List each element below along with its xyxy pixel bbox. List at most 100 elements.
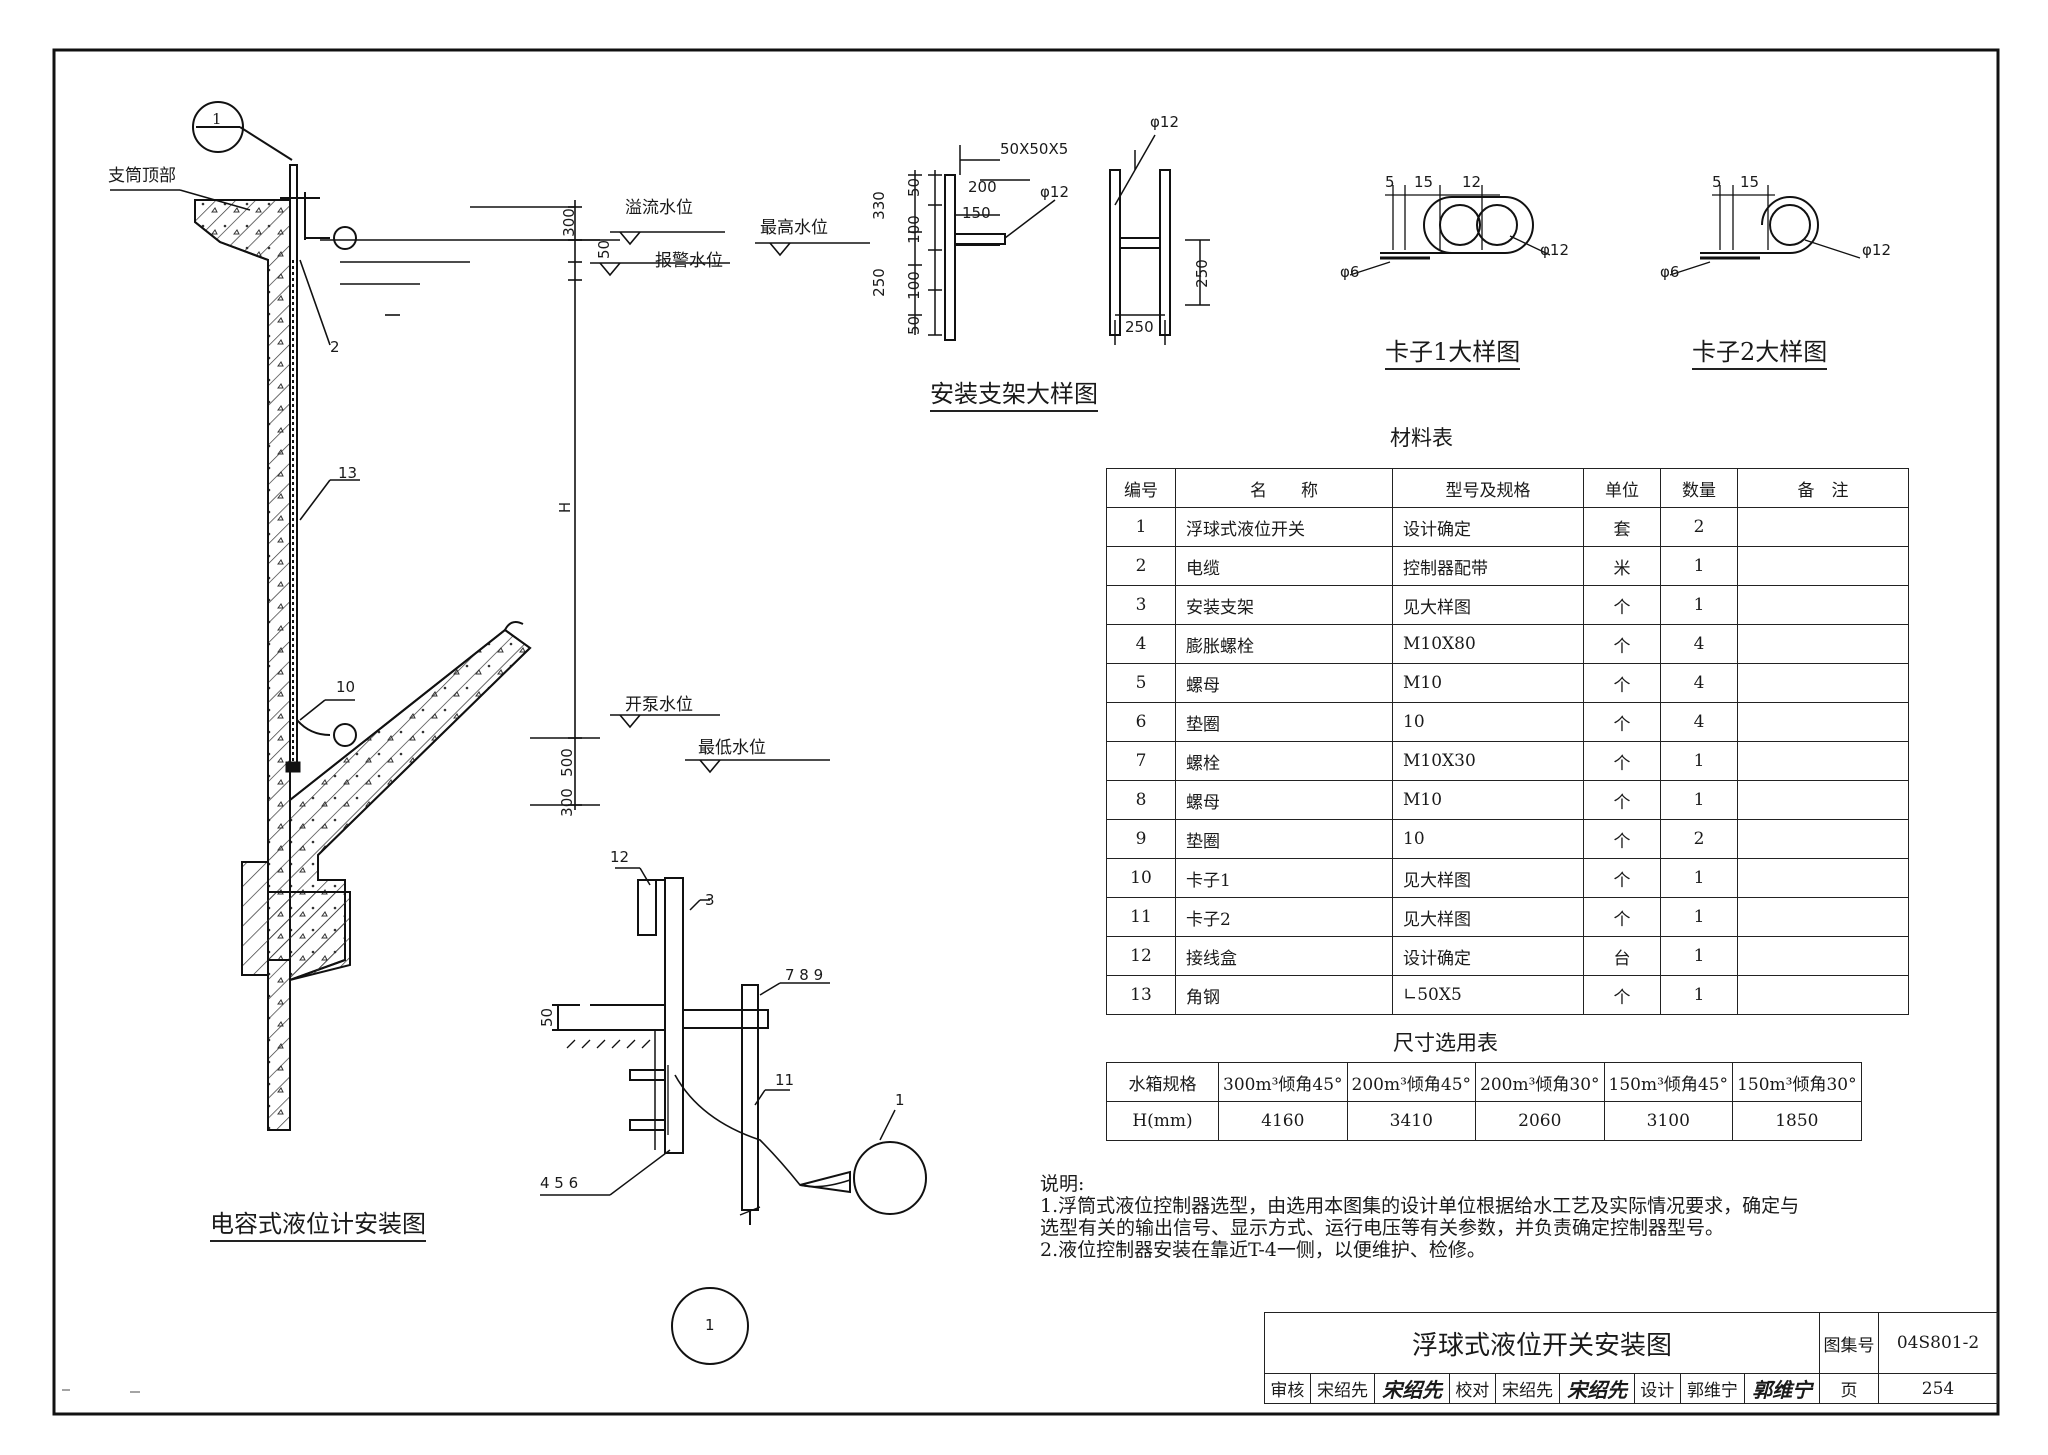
clip2-phi12: φ12 (1862, 241, 1891, 259)
materials-cell: ∟50X5 (1392, 975, 1584, 1015)
notes: 说明: 1.浮筒式液位控制器选型，由选用本图集的设计单位根据给水工艺及实际情况要… (1040, 1173, 1800, 1261)
callout-1: 1 (895, 1091, 905, 1109)
title-block: 浮球式液位开关安装图 图集号 04S801-2 审核 宋绍先 宋绍先 校对 宋绍… (1264, 1312, 1998, 1404)
materials-cell: 11 (1106, 897, 1176, 937)
bracket-dim-50a: 50 (905, 177, 924, 198)
checker-signature: 宋绍先 (1559, 1373, 1635, 1404)
main-drawing-title: 电容式液位计安装图 (210, 1212, 426, 1242)
materials-cell: 2 (1106, 546, 1176, 586)
materials-cell: 12 (1106, 936, 1176, 976)
materials-cell (1737, 975, 1909, 1015)
bracket-detail (908, 145, 1056, 341)
dim-h: H (556, 501, 575, 514)
materials-cell: 个 (1583, 780, 1661, 820)
materials-cell: 个 (1583, 702, 1661, 742)
materials-cell: 7 (1106, 741, 1176, 781)
dim-cell: 150m³倾角30° (1732, 1062, 1862, 1102)
materials-cell: 1 (1660, 741, 1738, 781)
callout-13: 13 (338, 464, 358, 482)
clip1-phi6: φ6 (1340, 263, 1360, 281)
notes-heading: 说明: (1040, 1173, 1085, 1195)
materials-cell: 单位 (1583, 468, 1661, 508)
materials-table-title: 材料表 (1390, 426, 1453, 450)
note-1: 1.浮筒式液位控制器选型，由选用本图集的设计单位根据给水工艺及实际情况要求，确定… (1040, 1195, 1800, 1239)
materials-cell: 角钢 (1175, 975, 1393, 1015)
materials-cell: 型号及规格 (1392, 468, 1584, 508)
materials-cell: 个 (1583, 897, 1661, 937)
materials-cell: 1 (1660, 975, 1738, 1015)
materials-cell: 1 (1660, 897, 1738, 937)
pump-start-label: 开泵水位 (625, 695, 693, 715)
materials-cell: 4 (1106, 624, 1176, 664)
dim-cell: 200m³倾角30° (1475, 1062, 1605, 1102)
materials-cell: 备 注 (1737, 468, 1909, 508)
materials-cell: 见大样图 (1392, 858, 1584, 898)
bracket-dim-100b: 100 (904, 271, 923, 300)
dim-cell: 4160 (1218, 1101, 1348, 1141)
materials-cell: 1 (1660, 585, 1738, 625)
bracket-dim-250: 250 (869, 268, 888, 297)
designer-name: 郭维宁 (1679, 1373, 1746, 1404)
materials-cell (1737, 546, 1909, 586)
materials-cell (1737, 741, 1909, 781)
materials-cell: 3 (1106, 585, 1176, 625)
materials-cell: M10 (1392, 663, 1584, 703)
materials-cell: 1 (1106, 507, 1176, 547)
materials-cell: 浮球式液位开关 (1175, 507, 1393, 547)
design-label: 设计 (1633, 1373, 1681, 1404)
materials-cell: 4 (1660, 702, 1738, 742)
h-dimension-line (540, 200, 600, 810)
materials-cell (1737, 780, 1909, 820)
materials-cell: 螺母 (1175, 780, 1393, 820)
materials-cell: 见大样图 (1392, 585, 1584, 625)
probe-rod (280, 164, 357, 773)
dim-500: 500 (557, 748, 576, 777)
clip2-title: 卡子2大样图 (1692, 340, 1828, 370)
materials-cell: 个 (1583, 975, 1661, 1015)
materials-cell: 接线盒 (1175, 936, 1393, 976)
materials-cell: 卡子1 (1175, 858, 1393, 898)
callout-3: 3 (705, 891, 715, 909)
bracket-dim-100a: 100 (904, 215, 923, 244)
dim-cell: 2060 (1475, 1101, 1605, 1141)
designer-signature: 郭维宁 (1744, 1373, 1820, 1404)
materials-cell: 个 (1583, 663, 1661, 703)
callout-11: 11 (775, 1071, 795, 1089)
materials-cell: 5 (1106, 663, 1176, 703)
note-2: 2.液位控制器安装在靠近T-4一侧，以便维护、检修。 (1040, 1239, 1486, 1261)
materials-cell (1737, 936, 1909, 976)
lowest-level-label: 最低水位 (698, 738, 766, 758)
materials-cell: 垫圈 (1175, 819, 1393, 859)
materials-cell: M10X30 (1392, 741, 1584, 781)
clip2-dim-5: 5 (1712, 173, 1722, 191)
water-levels (320, 206, 870, 806)
materials-cell: 设计确定 (1392, 507, 1584, 547)
materials-cell: 2 (1660, 507, 1738, 547)
materials-cell: 台 (1583, 936, 1661, 976)
tank-wall-section (194, 199, 532, 1131)
callout-12: 12 (610, 848, 630, 866)
reviewer-name: 宋绍先 (1309, 1373, 1376, 1404)
materials-header-row: 编号名 称型号及规格单位数量备 注 (1106, 468, 1909, 508)
dimension-table-title: 尺寸选用表 (1393, 1031, 1498, 1055)
materials-cell: 6 (1106, 702, 1176, 742)
check-label: 校对 (1448, 1373, 1496, 1404)
materials-cell (1737, 585, 1909, 625)
materials-cell: 控制器配带 (1392, 546, 1584, 586)
bracket-dim-330: 330 (869, 191, 888, 220)
materials-cell (1737, 819, 1909, 859)
title-block-title: 浮球式液位开关安装图 (1264, 1312, 1820, 1374)
highest-level-label: 最高水位 (760, 218, 828, 238)
review-label: 审核 (1264, 1373, 1311, 1404)
bracket-side-phi12: φ12 (1150, 113, 1179, 131)
atlas-label: 图集号 (1819, 1312, 1879, 1374)
bracket-dim-150: 150 (962, 204, 991, 222)
